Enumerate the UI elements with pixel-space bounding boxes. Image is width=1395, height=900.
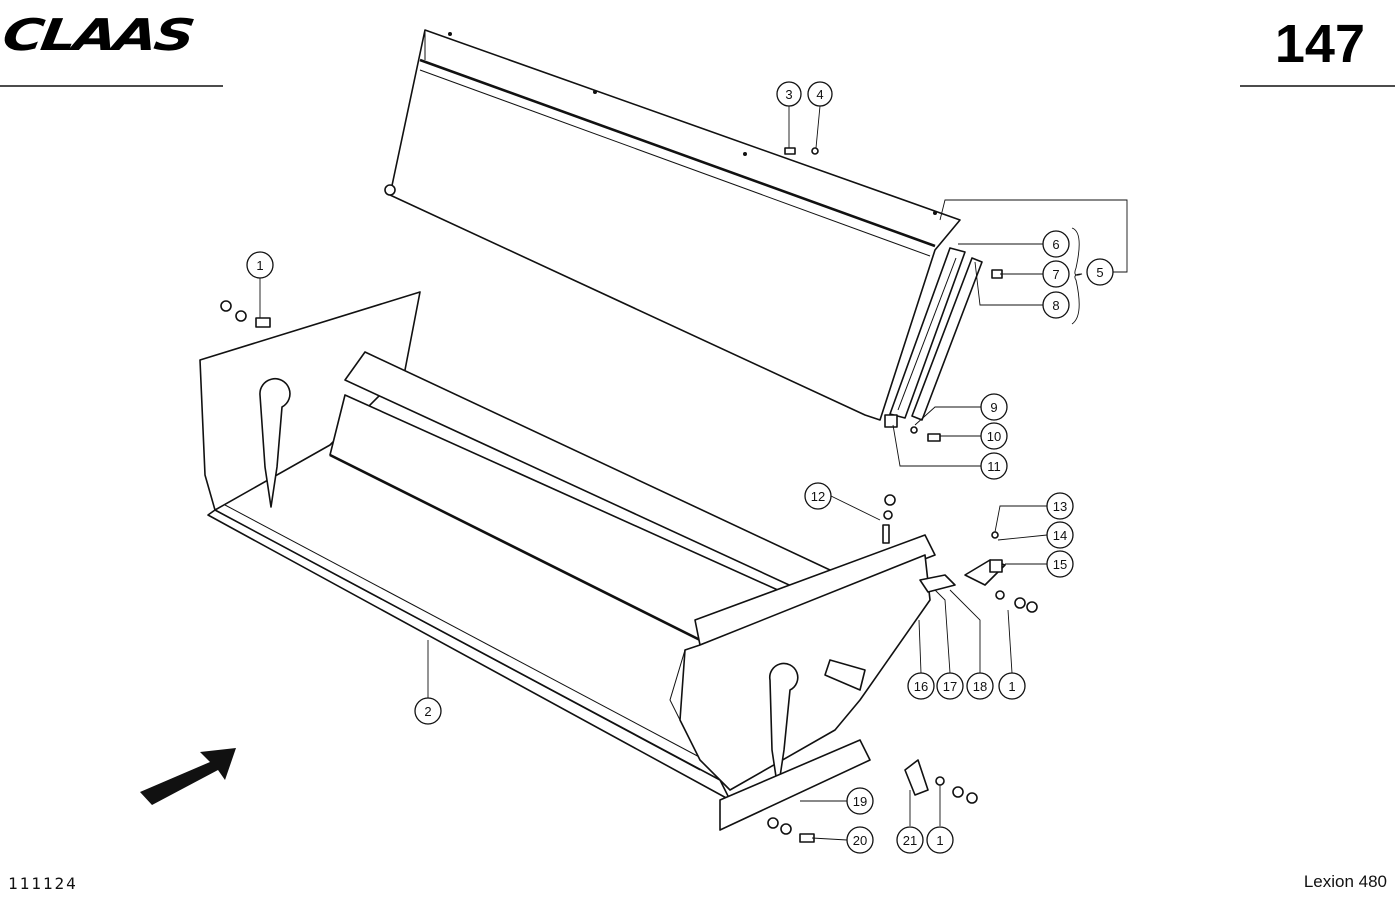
callout: 1 [926,826,954,854]
svg-text:1: 1 [936,833,943,848]
svg-text:5: 5 [1096,265,1103,280]
callout: 16 [907,672,935,700]
trough-body [199,291,936,831]
callout: 21 [896,826,924,854]
callout: 14 [1046,521,1074,549]
callout: 6 [1042,230,1070,258]
callout: 15 [1046,550,1074,578]
callout: 1 [246,251,274,279]
svg-text:14: 14 [1053,528,1067,543]
svg-text:4: 4 [816,87,823,102]
svg-text:2: 2 [424,704,431,719]
seal-strips [889,247,983,421]
callout: 2 [414,697,442,725]
callout: 20 [846,826,874,854]
svg-text:1: 1 [256,258,263,273]
svg-text:9: 9 [990,400,997,415]
svg-text:13: 13 [1053,499,1067,514]
page-number: 147 [1274,14,1365,74]
model-name: Lexion 480 [1303,872,1387,891]
callout: 13 [1046,492,1074,520]
svg-text:10: 10 [987,429,1001,444]
callout: 3 [776,81,802,107]
svg-text:16: 16 [914,679,928,694]
svg-text:20: 20 [853,833,867,848]
svg-text:11: 11 [987,459,1001,474]
svg-text:3: 3 [785,87,792,102]
callout: 9 [980,393,1008,421]
svg-text:21: 21 [903,833,917,848]
svg-text:17: 17 [943,679,957,694]
callout: 7 [1042,260,1070,288]
svg-text:6: 6 [1052,237,1059,252]
callout: 8 [1042,291,1070,319]
callout: 11 [980,452,1008,480]
svg-text:19: 19 [853,794,867,809]
callout: 12 [804,482,832,510]
callout: 4 [807,81,833,107]
svg-text:8: 8 [1052,298,1059,313]
svg-text:1: 1 [1008,679,1015,694]
travel-direction-arrow-icon [140,748,236,805]
svg-text:15: 15 [1053,557,1067,572]
callout: 18 [966,672,994,700]
callout: 5 [1086,258,1114,286]
leader-lines [259,105,1128,841]
callout: 1 [998,672,1026,700]
cover-plate [384,29,961,421]
callout: 19 [846,787,874,815]
svg-text:12: 12 [811,489,825,504]
callout: 10 [980,422,1008,450]
callout: 17 [936,672,964,700]
document-id: 111124 [8,874,78,893]
svg-text:18: 18 [973,679,987,694]
svg-text:7: 7 [1052,267,1059,282]
